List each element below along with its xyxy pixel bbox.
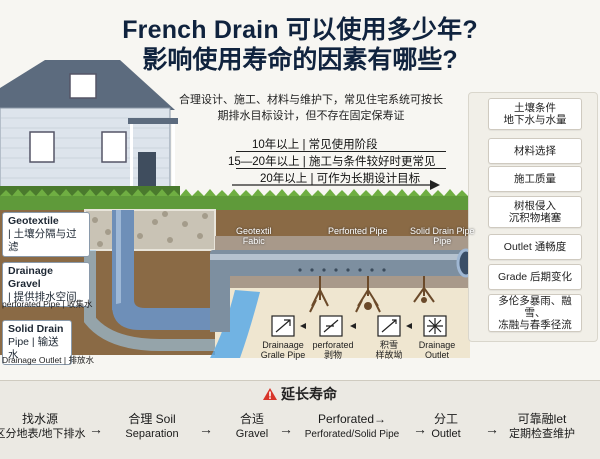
callout-geotextile-desc: | 土壤分隔与过滤: [8, 228, 77, 253]
water-flow: [210, 290, 260, 358]
bottom-label-4: Drainage Outlet: [412, 340, 462, 360]
bottom-label-2a: perforated: [312, 340, 354, 350]
grass-band: [0, 196, 470, 210]
page-subtitle: 影响使用寿命的因素有哪些?: [142, 46, 458, 74]
timeline-item-3: 20年以上 | 可作为长期设计目标: [260, 173, 421, 185]
label-geotextil-2: Fabic: [242, 236, 265, 246]
bottom-icons: [271, 315, 447, 337]
footer-heading-text: 延长寿命: [281, 386, 337, 402]
callout-perforated: perforated Pipe | 收集水: [2, 299, 93, 309]
callout-solid-desc: Pipe | 输送水: [8, 336, 59, 361]
drain-illustration: [0, 60, 488, 358]
page-title: French Drain 可以使用多少年?: [122, 16, 478, 44]
factor-soil-line1: 土壤条件: [514, 102, 556, 114]
label-solid: Solid Drain Pipe Pipe: [410, 226, 475, 246]
timeline-divider-2: [236, 168, 446, 169]
step-2-desc: Separation: [125, 428, 179, 440]
intro-line-2: 期排水目标设计，但不存在固定保寿证: [217, 110, 405, 122]
callout-gravel-desc: | 提供排水空间: [8, 291, 77, 303]
step-1-title: 找水源: [21, 412, 58, 426]
step-3-title: 合适: [239, 412, 264, 426]
step-arrow-5: →: [485, 421, 499, 437]
gravel-trench: [84, 209, 216, 251]
step-arrow-3: →: [279, 421, 293, 437]
timeline-divider-1: [236, 151, 446, 152]
tree-roots: [309, 276, 435, 313]
label-geotextil: Geotextil Fabic: [236, 226, 272, 246]
step-5-title: 分工: [433, 412, 458, 426]
step-arrow-1: →: [89, 421, 103, 437]
bottom-label-2: perforated 剥物: [308, 340, 358, 360]
bottom-label-3: 积雪 样故坳: [364, 340, 414, 360]
timeline-item-1: 10年以上 | 常见使用阶段: [252, 139, 378, 151]
step-4-title: Perforated→: [317, 412, 387, 426]
footer-panel: [0, 380, 600, 459]
bottom-label-1a: Drainaage: [262, 340, 304, 350]
label-solid-1: Solid Drain Pipe: [410, 226, 475, 236]
step-1: 找水源 区分地表/地下排水: [0, 412, 96, 442]
callout-outlet: Drainage Outlet | 排放水: [2, 355, 94, 365]
factor-roots-line1: 树根侵入: [514, 200, 556, 212]
step-4-desc: Perforated/Solid Pipe: [304, 429, 400, 440]
step-5-desc: Outlet: [431, 428, 461, 440]
step-5: 分工 Outlet: [390, 412, 502, 442]
bottom-label-3b: 样故坳: [375, 350, 403, 360]
callout-solid-title: Solid Drain: [8, 323, 64, 335]
factor-grade: Grade 后期变化: [488, 264, 582, 290]
factor-roots-line2: 沉积物堵塞: [508, 212, 562, 224]
bottom-label-1b: Gralle Pipe: [260, 350, 306, 360]
factor-material: 材料选择: [488, 138, 582, 164]
timeline-item-2: 15—20年以上 | 施工与条件较好时更常见: [228, 156, 436, 168]
warning-icon: [263, 388, 277, 400]
bottom-label-4a: Drainage: [418, 340, 456, 350]
step-3-desc: Gravel: [235, 428, 269, 440]
factor-construction: 施工质量: [488, 166, 582, 192]
label-geotextil-1: Geotextil: [236, 226, 272, 236]
factor-soil: 土壤条件地下水与水量: [488, 98, 582, 130]
factor-climate-line1: 多伦多暴雨、融雪、: [498, 295, 572, 319]
step-6-desc: 定期检查维护: [509, 428, 575, 440]
step-arrow-4: →: [413, 421, 427, 437]
step-6: 可靠融let 定期检查维护: [486, 412, 598, 442]
factor-climate-line2: 冻融与春季径流: [498, 319, 572, 331]
step-1-desc: 区分地表/地下排水: [0, 428, 86, 440]
step-3: 合适 Gravel: [196, 412, 308, 442]
factor-soil-line2: 地下水与水量: [503, 114, 567, 126]
step-6-title: 可靠融let: [517, 412, 567, 426]
label-solid-2: Pipe: [433, 236, 452, 246]
factor-roots: 树根侵入沉积物堵塞: [488, 196, 582, 228]
step-4: Perforated→ Perforated/Solid Pipe: [286, 412, 418, 442]
callout-geotextile-title: Geotextile: [8, 215, 59, 227]
intro-text: 合理设计、施工、材料与维护下，常见住宅系统可按长 期排水目标设计，但不存在固定保…: [176, 92, 446, 124]
step-2: 合理 Soil Separation: [96, 412, 208, 442]
intro-line-1: 合理设计、施工、材料与维护下，常见住宅系统可按长: [179, 94, 443, 106]
step-2-title: 合理 Soil: [128, 412, 176, 426]
bottom-label-3a: 积雪: [379, 340, 398, 350]
factor-climate: 多伦多暴雨、融雪、冻融与春季径流: [488, 294, 582, 332]
callout-geotextile: Geotextile | 土壤分隔与过滤: [2, 212, 90, 257]
factor-outlet: Outlet 通畅度: [488, 234, 582, 260]
step-arrow-2: →: [199, 421, 213, 437]
bottom-label-4b: Outlet: [424, 350, 449, 360]
callout-solid: Solid Drain Pipe | 输送水: [2, 320, 72, 365]
footer-heading: 延长寿命: [0, 384, 600, 404]
drain-pipe: [112, 210, 476, 332]
callout-gravel-title: Drainage Gravel: [8, 265, 53, 290]
label-perfonted: Perfonted Pipe: [328, 226, 388, 236]
bottom-label-2b: 剥物: [323, 350, 342, 360]
callout-gravel: Drainage Gravel | 提供排水空间: [2, 262, 90, 307]
bottom-label-1: Drainaage Gralle Pipe: [258, 340, 308, 360]
